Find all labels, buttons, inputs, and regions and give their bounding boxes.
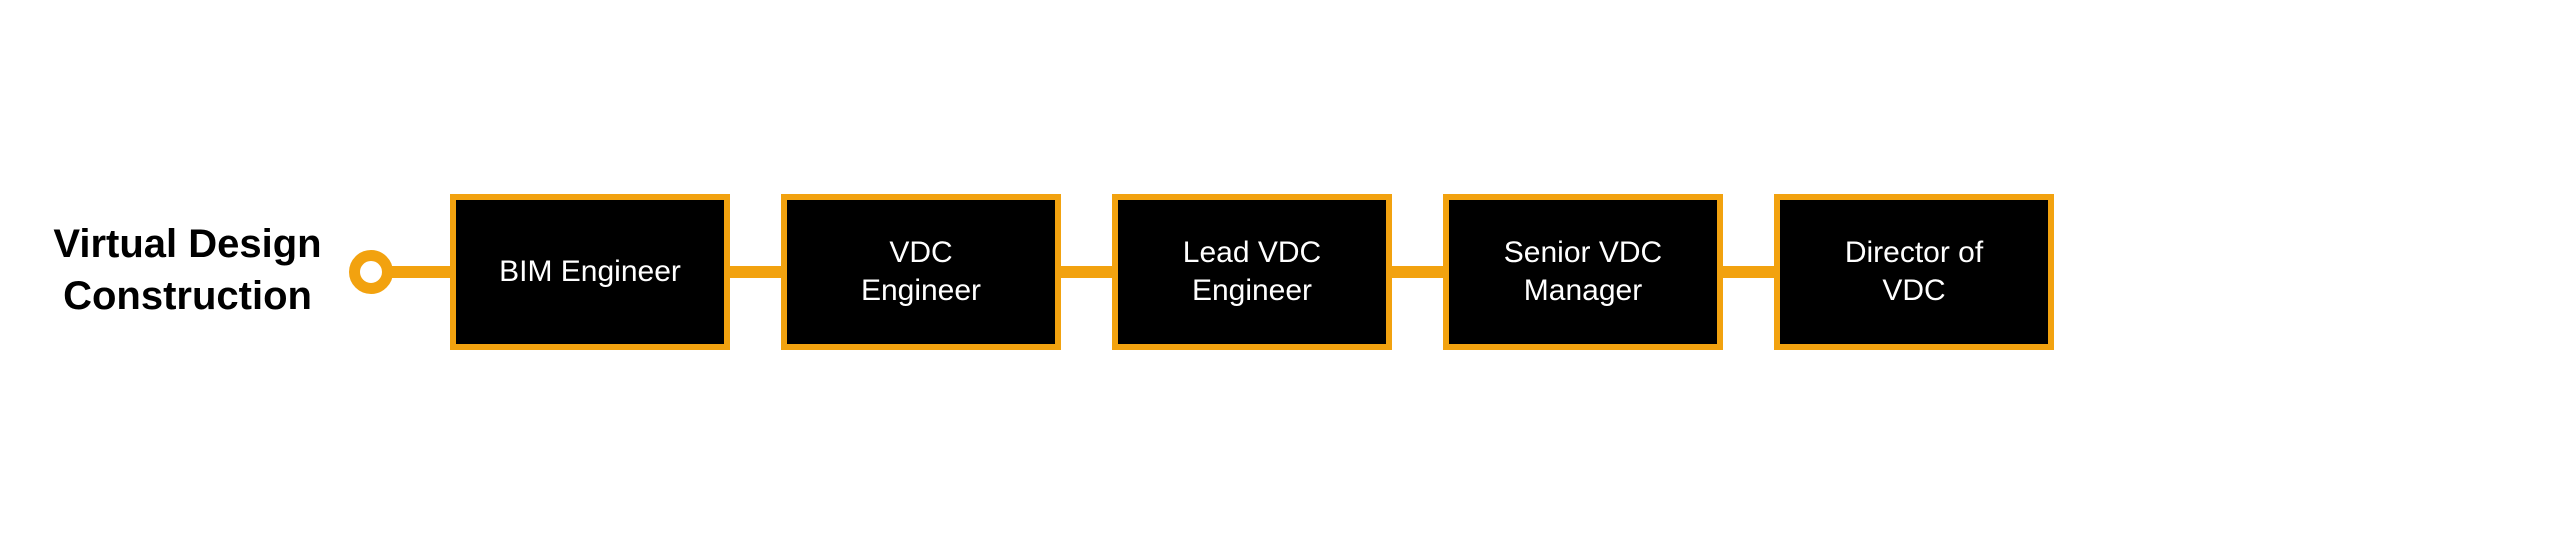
step-label: BIM Engineer: [499, 255, 681, 288]
step-label: VDC Engineer: [860, 236, 982, 307]
step-label: Lead VDC Engineer: [1182, 236, 1322, 307]
step-label: Senior VDC Manager: [1503, 236, 1663, 307]
step-box-vdc-engineer: VDC Engineer: [781, 194, 1061, 350]
step-label: Director of VDC: [1844, 236, 1984, 307]
track-title: Virtual Design Construction: [53, 222, 322, 318]
start-circle-icon: [349, 250, 393, 294]
step-box-senior-vdc-manager: Senior VDC Manager: [1443, 194, 1723, 350]
step-box-lead-vdc-engineer: Lead VDC Engineer: [1112, 194, 1392, 350]
step-box-bim-engineer: BIM Engineer: [450, 194, 730, 350]
step-box-director-of-vdc: Director of VDC: [1774, 194, 2054, 350]
